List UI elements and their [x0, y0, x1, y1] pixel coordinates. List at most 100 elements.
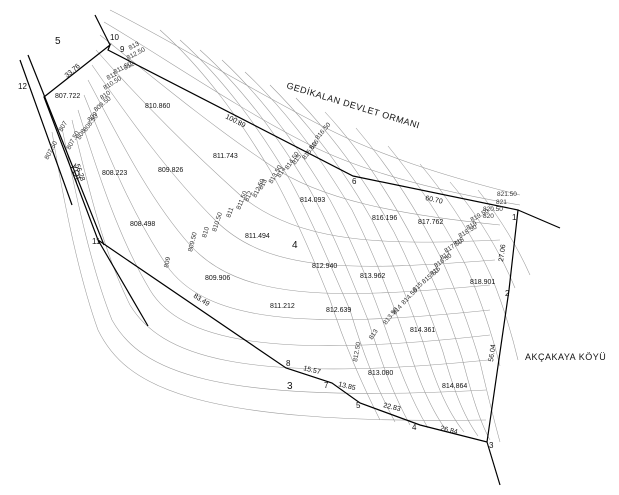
contour-label: 818 [453, 236, 466, 248]
spot-height: 814.361 [410, 327, 435, 334]
contour-line [83, 94, 491, 320]
contour-line [324, 111, 491, 441]
village-label: AKÇAKAYA KÖYÜ [525, 352, 606, 362]
spot-height: 814.093 [300, 197, 325, 204]
contour-line [103, 21, 521, 206]
point-8: 8 [286, 359, 291, 368]
spot-height: 816.196 [372, 215, 397, 222]
point-4: 4 [412, 423, 417, 432]
contour-label: 811 [225, 206, 235, 218]
distance-12-9: 33.76 [64, 63, 82, 80]
contour-label: 813 [368, 328, 380, 341]
contour-line [244, 71, 447, 431]
road-edge-west [19, 59, 73, 206]
point-9: 9 [120, 45, 125, 54]
parcel-number-3: 3 [287, 381, 293, 392]
extension-line [486, 441, 501, 486]
spot-height: 813.080 [368, 370, 393, 377]
contour-line [95, 49, 501, 243]
contour-line [449, 181, 516, 289]
contour-line [61, 127, 487, 394]
contour-line [109, 9, 521, 196]
contour-line [355, 127, 501, 443]
point-10: 10 [110, 33, 119, 42]
contour-line [199, 49, 411, 426]
spot-height: 812.940 [312, 263, 337, 270]
point-2: 2 [505, 289, 510, 298]
point-7: 7 [324, 381, 329, 390]
contour-line [221, 59, 429, 429]
contour-label: 821.50 [497, 191, 517, 198]
contour-label: 814 [276, 166, 288, 179]
point-numbers: 1 2 3 4 5 6 7 8 9 10 11 12 [18, 33, 517, 450]
contour-label: 809 [163, 256, 172, 268]
spot-height: 808.223 [102, 170, 127, 177]
distance-3-4: 26.84 [440, 425, 459, 436]
contour-label: 807.50 [44, 140, 60, 161]
spot-heights: 807.722 810.860 808.223 809.826 811.743 … [55, 93, 495, 390]
contour-line [179, 39, 396, 423]
contour-line [77, 109, 491, 347]
contour-label: 820.50 [483, 206, 503, 213]
spot-height: 817.762 [418, 219, 443, 226]
contour-line [295, 97, 479, 437]
contour-label: 811 [106, 71, 119, 82]
distance-4-5: 22.83 [383, 402, 402, 413]
road-edge-east [27, 54, 105, 246]
point-3: 3 [489, 441, 494, 450]
road [19, 54, 105, 246]
distance-6-1: 60.70 [425, 195, 444, 206]
contour-label: 807 [58, 120, 70, 133]
spot-height: 808.498 [130, 221, 155, 228]
point-5: 5 [356, 401, 361, 410]
boundary-extensions [94, 14, 561, 486]
contour-label: 809.50 [187, 231, 199, 252]
spot-height: 809.826 [158, 167, 183, 174]
extension-line [97, 239, 149, 327]
contour-label: 810.50 [211, 211, 224, 232]
point-6: 6 [352, 177, 357, 186]
contour-lines [51, 9, 531, 443]
contour-line [159, 29, 381, 421]
parcel-number-4: 4 [292, 240, 298, 251]
contour-line [269, 84, 465, 433]
contour-line [87, 79, 491, 294]
contour-label: 813 [258, 178, 269, 191]
point-12: 12 [18, 82, 27, 91]
contour-label: 812 [243, 190, 254, 203]
spot-height: 814.864 [442, 383, 467, 390]
contour-line [477, 189, 531, 276]
distance-1-2: 27.06 [498, 244, 507, 262]
distance-7-8: 15.57 [303, 365, 322, 376]
contour-line [51, 131, 487, 421]
point-11: 11 [92, 237, 101, 246]
contour-label: 812 [123, 60, 136, 71]
contour-label: 813 [128, 40, 141, 51]
spot-height: 809.906 [205, 275, 230, 282]
spot-height: 807.722 [55, 93, 80, 100]
parcel-number-5: 5 [55, 36, 61, 47]
spot-height: 812.639 [326, 307, 351, 314]
contour-line [387, 145, 501, 367]
extension-line [517, 209, 561, 229]
spot-height: 813.962 [360, 273, 385, 280]
contour-label: 812.50 [352, 341, 362, 362]
distance-5-7: 13.85 [338, 381, 357, 392]
spot-height: 810.860 [145, 103, 170, 110]
point-1: 1 [512, 213, 517, 222]
spot-height: 811.743 [213, 153, 238, 160]
contour-label: 810 [201, 226, 211, 239]
contour-label: 808 [76, 128, 88, 141]
distance-2-3: 56.04 [488, 344, 497, 362]
extension-line [94, 14, 111, 46]
forest-label: GEDİKALAN DEVLET ORMANI [285, 80, 421, 130]
contour-line [91, 64, 496, 267]
spot-height: 818.901 [470, 279, 495, 286]
spot-height: 811.494 [245, 233, 270, 240]
contour-label: 819 [466, 220, 479, 232]
contour-label: 820 [483, 213, 494, 220]
contour-line [71, 119, 489, 370]
spot-height: 811.212 [270, 303, 295, 310]
contour-line [99, 34, 501, 226]
